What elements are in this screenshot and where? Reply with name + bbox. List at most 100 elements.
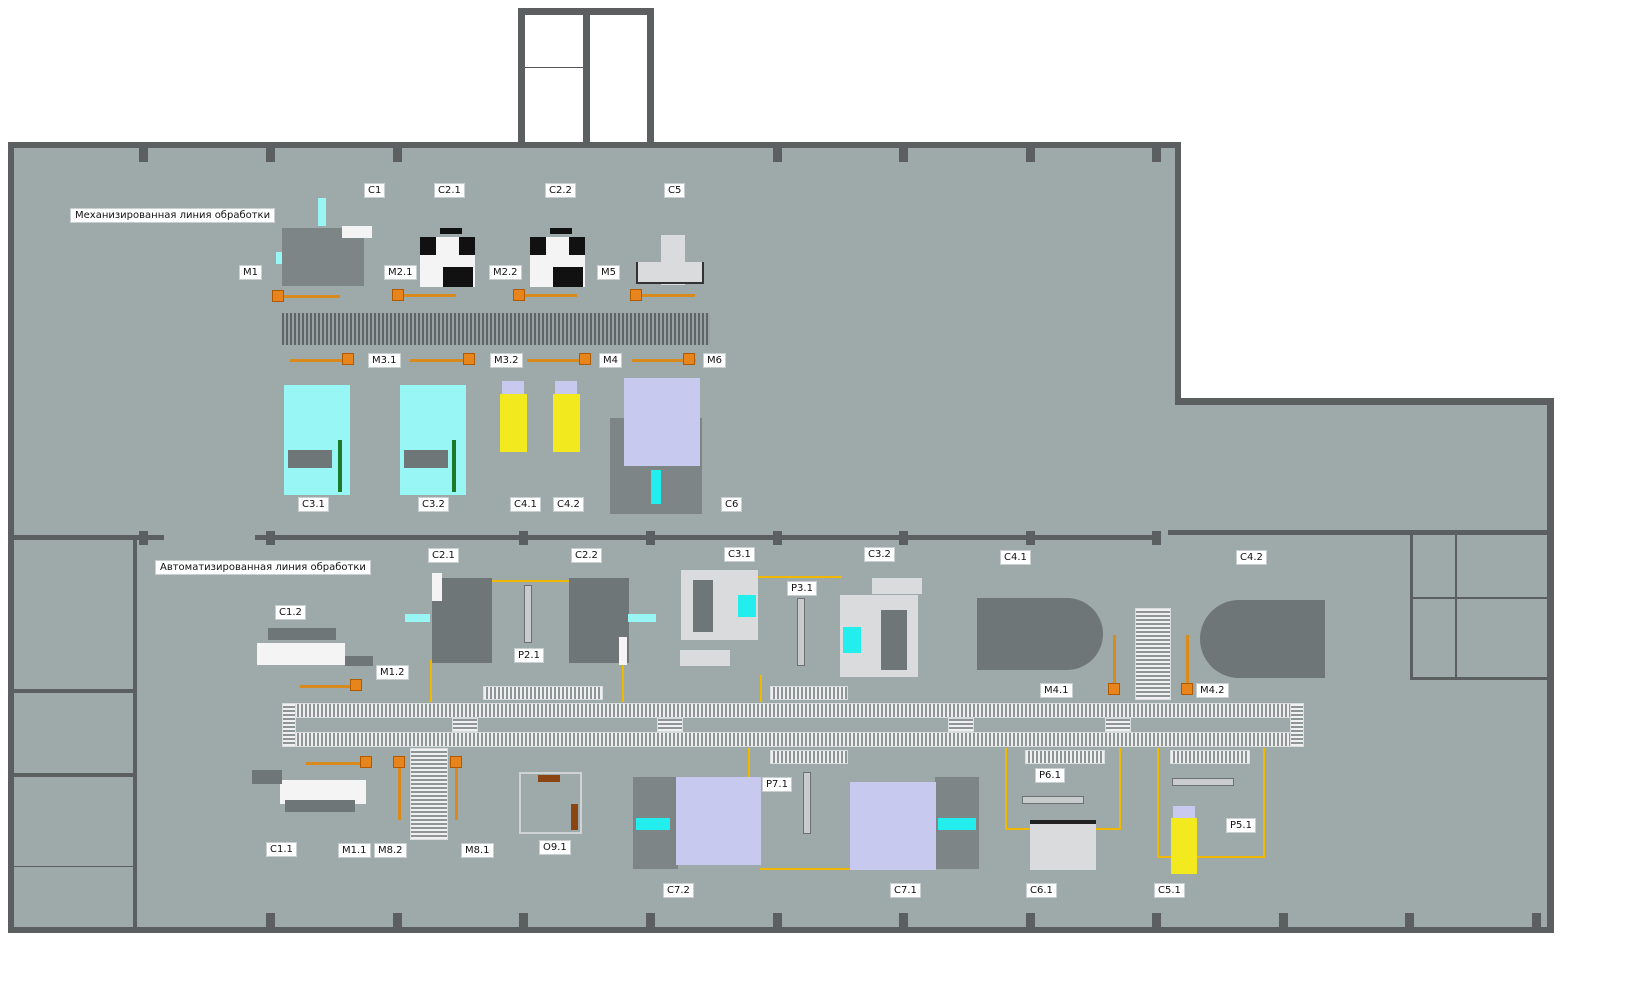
robot-p6-1[interactable] (1022, 796, 1084, 804)
robot-carriage[interactable] (342, 353, 354, 365)
robot-carriage[interactable] (1181, 683, 1193, 695)
room-wall (14, 866, 137, 867)
buffer-conveyor (1025, 750, 1105, 764)
machine-c7-2-part (636, 818, 670, 830)
machine-c4-1-auto[interactable] (977, 598, 1103, 670)
machine-c2-2-auto-part (628, 614, 656, 622)
label-m3-1: M3.1 (368, 353, 401, 368)
machine-c2-1-part (440, 228, 462, 234)
robot-track-m2-2 (513, 294, 577, 297)
operator-station-o9-1[interactable] (519, 772, 582, 834)
machine-c4-2-auto[interactable] (1200, 600, 1325, 678)
column (1152, 531, 1161, 545)
robot-carriage[interactable] (360, 756, 372, 768)
machine-c3-2[interactable] (400, 385, 466, 495)
robot-carriage[interactable] (463, 353, 475, 365)
column (1026, 913, 1035, 927)
label-c7-1: C7.1 (890, 883, 921, 898)
room-wall (1455, 535, 1457, 680)
machine-c2-1-auto-part (405, 614, 430, 622)
machine-c4-2[interactable] (553, 394, 580, 452)
label-m4-2: M4.2 (1196, 683, 1229, 698)
robot-p7-1[interactable] (803, 772, 811, 834)
machine-c5-1[interactable] (1171, 818, 1197, 874)
machine-c2-2-auto-part (619, 637, 627, 665)
operator-desk (538, 775, 560, 782)
label-m1-1: M1.1 (338, 843, 371, 858)
label-c4-2: C4.2 (553, 497, 584, 512)
robot-p2-1[interactable] (524, 585, 532, 643)
column (899, 913, 908, 927)
column (1532, 913, 1541, 927)
label-c3-1-auto: C3.1 (724, 547, 755, 562)
buffer-conveyor (770, 750, 848, 764)
machine-c6[interactable] (624, 378, 700, 466)
robot-carriage[interactable] (450, 756, 462, 768)
robot-carriage[interactable] (1108, 683, 1120, 695)
buffer-conveyor (1170, 750, 1250, 764)
column (266, 913, 275, 927)
robot-track-m4-1 (1113, 635, 1116, 685)
label-o9-1: O9.1 (539, 840, 571, 855)
robot-track-m4-2 (1186, 635, 1189, 685)
robot-carriage[interactable] (630, 289, 642, 301)
robot-carriage[interactable] (579, 353, 591, 365)
machine-c3-1-rail (338, 440, 342, 492)
robot-carriage[interactable] (513, 289, 525, 301)
machine-c1-1-part (252, 770, 282, 784)
column (1279, 913, 1288, 927)
machine-c3-1-auto-part (738, 595, 756, 617)
robot-track-m8-1 (455, 760, 458, 820)
robot-carriage[interactable] (392, 289, 404, 301)
column (266, 531, 275, 545)
label-c3-2-auto: C3.2 (864, 547, 895, 562)
robot-carriage[interactable] (683, 353, 695, 365)
machine-c4-1[interactable] (500, 394, 527, 452)
machine-c2-1-part (459, 237, 475, 255)
robot-track-m2-1 (392, 294, 456, 297)
machine-c6-1[interactable] (1030, 820, 1096, 870)
robot-track-m4 (527, 359, 591, 362)
machine-c2-1-part (443, 267, 473, 287)
robot-carriage[interactable] (272, 290, 284, 302)
label-c3-1: C3.1 (298, 497, 329, 512)
column (393, 913, 402, 927)
robot-carriage[interactable] (350, 679, 362, 691)
label-m4-1: M4.1 (1040, 683, 1073, 698)
robot-p5-1[interactable] (1172, 778, 1234, 786)
label-c1: C1 (364, 183, 386, 198)
link-line (430, 660, 432, 702)
left-rooms (14, 540, 137, 928)
label-m3-2: M3.2 (490, 353, 523, 368)
conveyor-transfer (1290, 703, 1304, 747)
column (773, 148, 782, 162)
partition-wall (255, 535, 1161, 540)
machine-c2-1-auto[interactable] (432, 578, 492, 663)
label-p5-1: P5.1 (1226, 818, 1256, 833)
label-c2-1-auto: C2.1 (428, 548, 459, 563)
automated-line-title: Автоматизированная линия обработки (155, 560, 371, 575)
robot-p3-1[interactable] (797, 598, 805, 666)
machine-c2-2-part (530, 237, 546, 255)
machine-c7-1[interactable] (850, 782, 936, 870)
column (773, 913, 782, 927)
machine-c2-1-part (420, 237, 436, 255)
machine-c4-1-head (502, 381, 524, 394)
link-line (760, 868, 852, 870)
column (1405, 913, 1414, 927)
label-c2-2: C2.2 (545, 183, 576, 198)
column (393, 148, 402, 162)
tower-room-right (590, 15, 647, 145)
robot-track-m8-2 (398, 760, 401, 820)
machine-c3-2-auto-part (872, 578, 922, 594)
room-wall (14, 773, 137, 777)
machine-c7-2[interactable] (676, 777, 761, 865)
column (519, 913, 528, 927)
column (139, 531, 148, 545)
column (519, 531, 528, 545)
machine-c1-2[interactable] (257, 643, 345, 665)
machine-c7-1-part (938, 818, 976, 830)
label-c6: C6 (721, 497, 743, 512)
machine-c2-1-auto-part (432, 573, 442, 601)
robot-carriage[interactable] (393, 756, 405, 768)
